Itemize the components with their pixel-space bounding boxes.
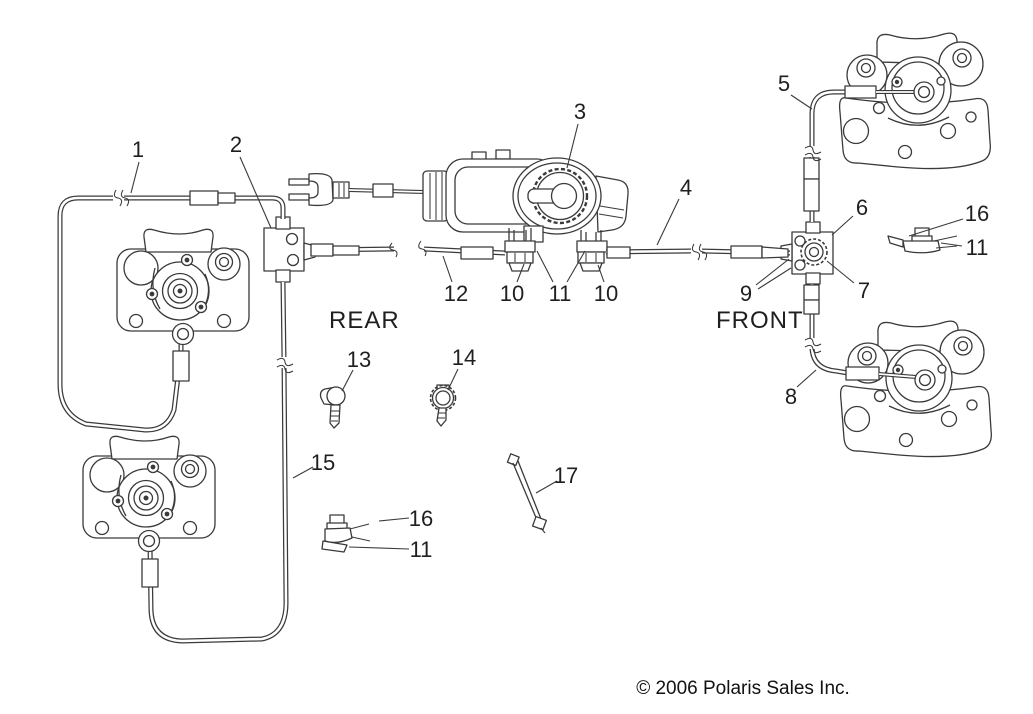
banjo-bolt-head: [577, 251, 605, 264]
callout-16-right: 16: [908, 201, 989, 237]
svg-text:17: 17: [554, 463, 578, 488]
callout-15: 15: [292, 450, 335, 479]
svg-text:16: 16: [409, 506, 433, 531]
callout-14: 14: [447, 345, 476, 391]
line-12: [310, 240, 506, 260]
master-cylinder: [288, 149, 629, 272]
rear-caliper-upper: [116, 228, 250, 332]
banjo-ring-front-upper: [913, 81, 935, 103]
line-4: [605, 243, 791, 261]
callout-8: 8: [785, 369, 817, 409]
callout-3: 3: [566, 99, 586, 169]
banjo-fitting-right: [576, 230, 608, 272]
svg-text:14: 14: [452, 345, 476, 370]
clamp-14: [429, 384, 457, 427]
line-break-mark: [804, 337, 822, 354]
svg-text:5: 5: [778, 71, 790, 96]
banjo-ring-rear-lower: [137, 529, 161, 553]
banjo-ring-rear-upper: [171, 322, 195, 346]
banjo-bolt-head: [506, 251, 534, 264]
svg-text:3: 3: [574, 99, 586, 124]
callouts: 1 2 3 4 5 6 7 8: [130, 71, 989, 562]
callout-16-bottom: 16: [378, 506, 433, 531]
fitting-16-11-right: [887, 227, 958, 254]
callout-1: 1: [130, 137, 144, 194]
rear-section-label: REAR: [329, 307, 400, 334]
front-caliper-lower: [839, 320, 992, 458]
callout-7: 7: [826, 260, 870, 303]
svg-text:15: 15: [311, 450, 335, 475]
callout-11-right: 11: [940, 235, 989, 260]
callout-17: 17: [535, 463, 578, 494]
callout-6: 6: [831, 195, 868, 236]
svg-text:6: 6: [856, 195, 868, 220]
cable-tie-17: [506, 453, 547, 534]
callout-13: 13: [341, 347, 371, 392]
callout-2: 2: [230, 132, 272, 229]
line-5: [803, 85, 914, 222]
svg-text:12: 12: [444, 281, 468, 306]
svg-text:10: 10: [500, 281, 524, 306]
callout-11-bottom: 11: [348, 537, 433, 562]
svg-text:11: 11: [549, 281, 572, 306]
svg-text:10: 10: [594, 281, 618, 306]
fitting-16-11-bottom: [321, 514, 371, 553]
line-break-mark: [804, 145, 822, 162]
callout-5: 5: [778, 71, 813, 110]
svg-text:2: 2: [230, 132, 242, 157]
banjo-fitting-left: [504, 228, 536, 272]
master-cylinder-body: [445, 149, 629, 243]
svg-text:11: 11: [966, 235, 989, 260]
svg-text:8: 8: [785, 384, 797, 409]
line-8: [803, 284, 917, 381]
line-break-mark: [691, 243, 708, 261]
callout-12: 12: [442, 255, 468, 306]
callout-9: 9: [740, 258, 792, 306]
clip-13: [319, 386, 346, 429]
svg-text:9: 9: [740, 281, 752, 306]
copyright-notice: © 2006 Polaris Sales Inc.: [636, 678, 850, 699]
svg-text:1: 1: [132, 137, 144, 162]
rear-caliper-lower: [82, 435, 216, 539]
banjo-ring-front-lower: [914, 369, 936, 391]
rear-junction-block: [263, 216, 316, 283]
callout-11-center: 11: [536, 250, 586, 306]
line-break-mark: [113, 189, 130, 207]
svg-text:13: 13: [347, 347, 371, 372]
callout-10-left: 10: [500, 263, 525, 306]
front-section-label: FRONT: [716, 307, 804, 334]
callout-10-right: 10: [594, 264, 618, 306]
rear-brake-line-loop: [57, 189, 286, 433]
front-caliper-upper: [838, 32, 991, 170]
boot-bellows: [422, 170, 449, 222]
svg-text:16: 16: [965, 201, 989, 226]
callout-4: 4: [656, 175, 692, 246]
outlet-elbow: [595, 175, 629, 233]
svg-text:4: 4: [680, 175, 692, 200]
svg-text:11: 11: [410, 537, 433, 562]
push-rod: [348, 183, 425, 198]
svg-text:7: 7: [858, 278, 870, 303]
line-break-mark: [276, 357, 294, 374]
rear-brake-line-lower: [141, 281, 294, 644]
brake-switch-clevis: [288, 172, 350, 207]
